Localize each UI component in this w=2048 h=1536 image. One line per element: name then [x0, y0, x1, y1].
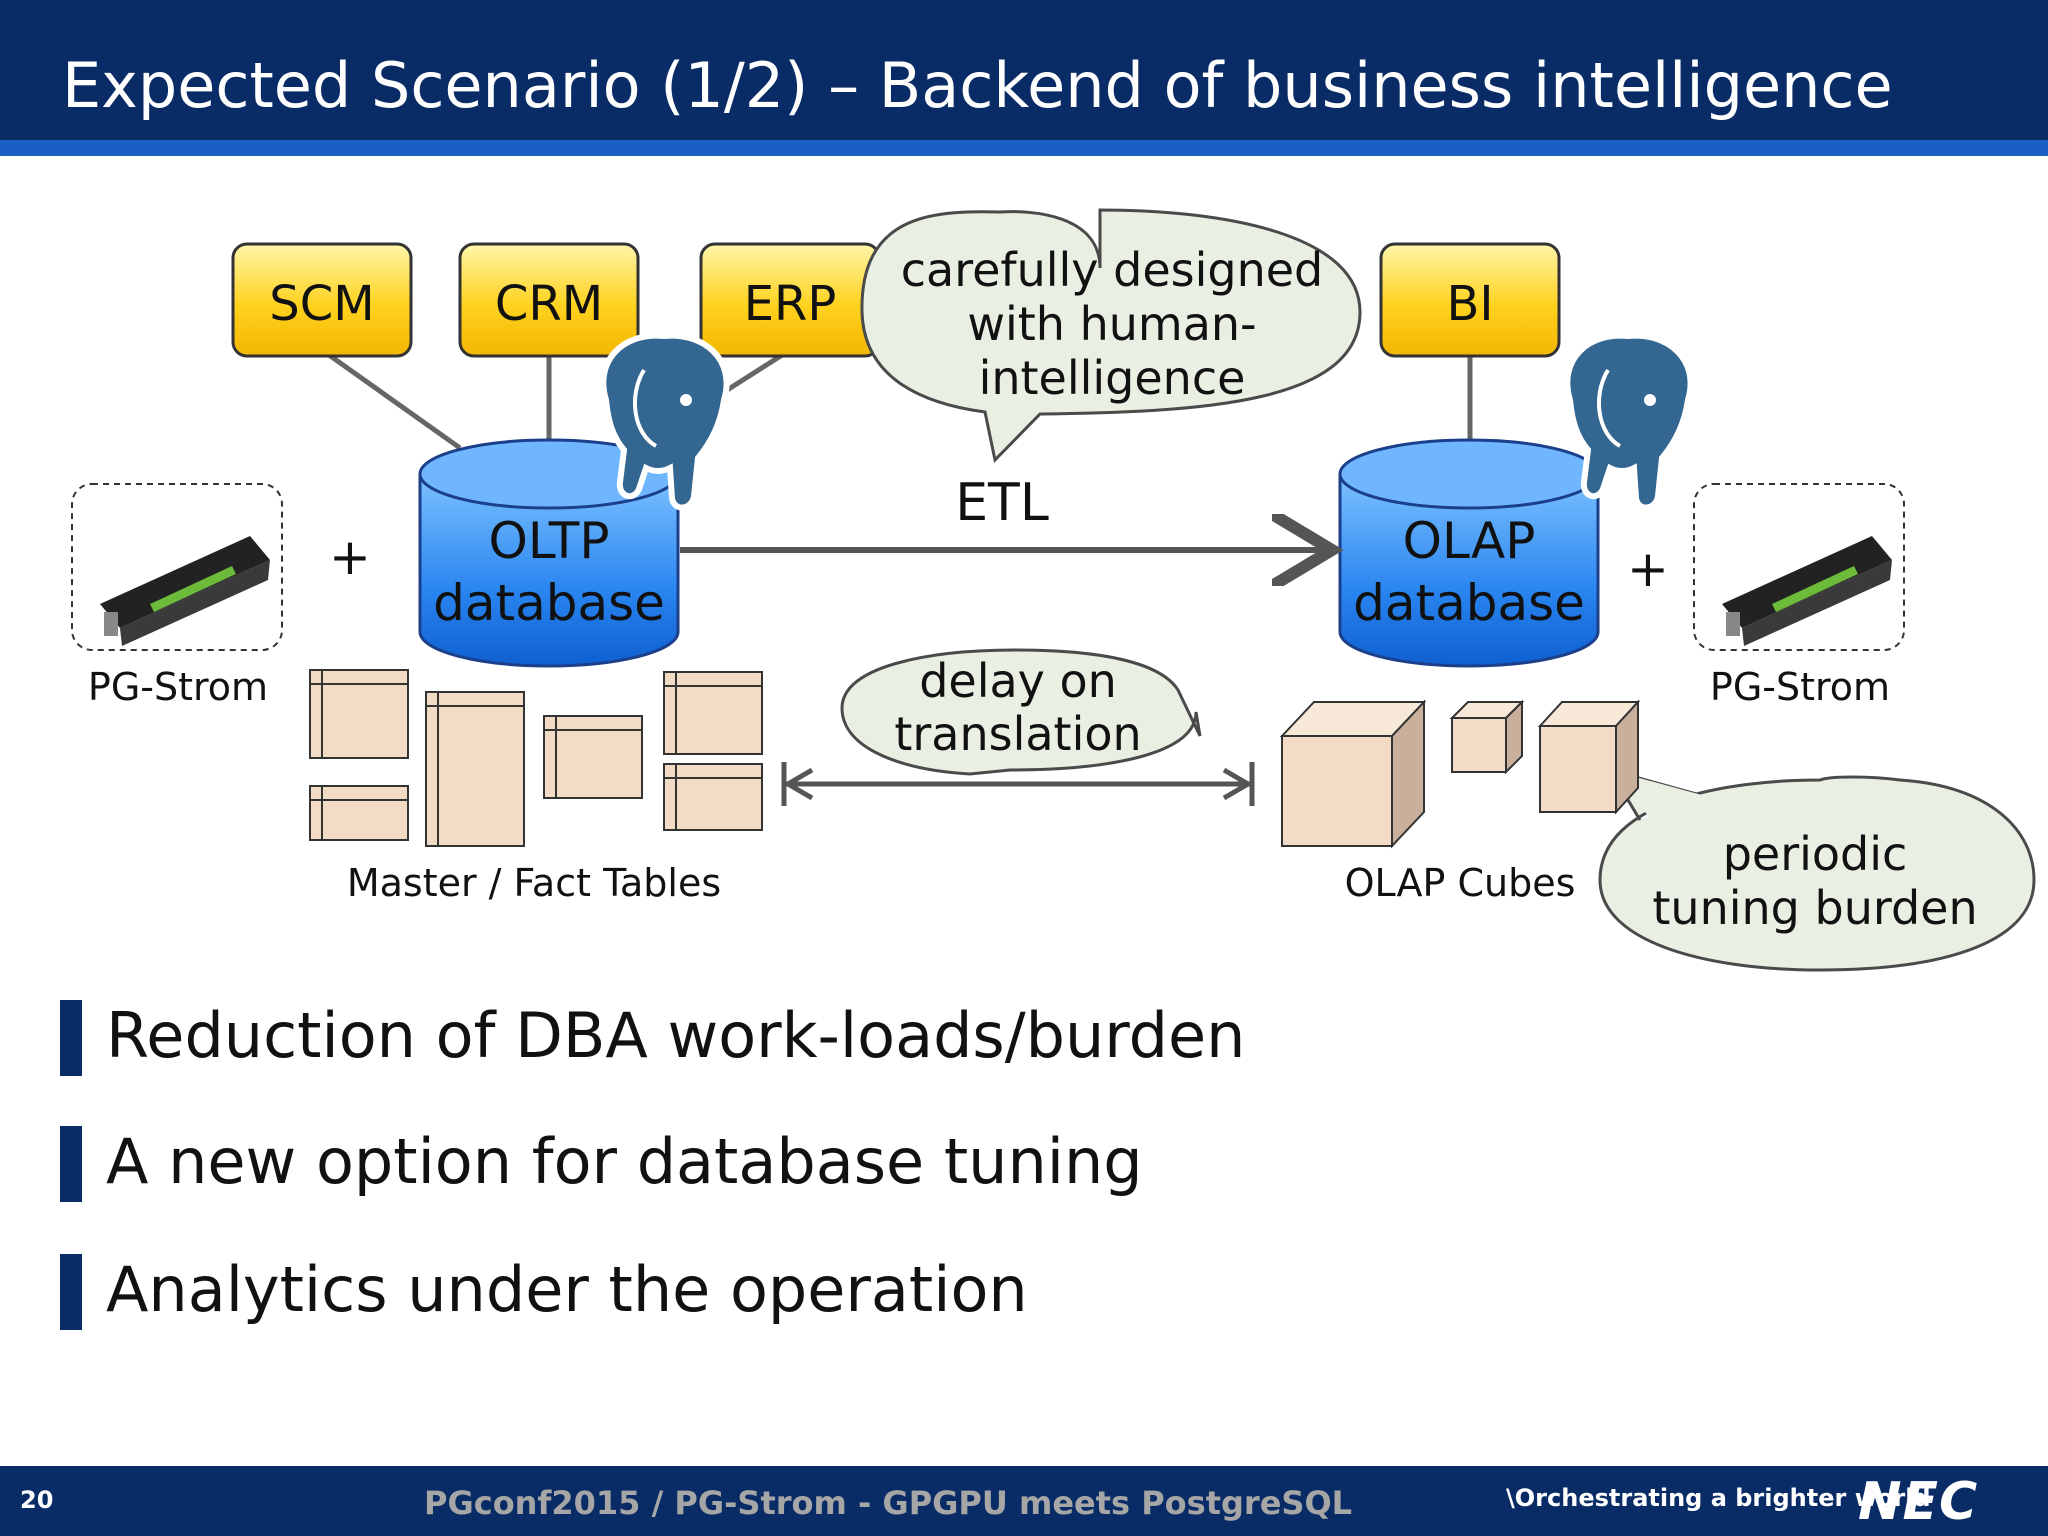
etl-label: ETL: [955, 473, 1049, 533]
callout-design-line3: intelligence: [979, 351, 1246, 405]
footer-tagline: \Orchestrating a brighter world: [1506, 1484, 1931, 1512]
page-number: 20: [20, 1486, 54, 1514]
callout-tuning-line2: tuning burden: [1652, 881, 1977, 935]
app-box-bi: BI: [1379, 242, 1561, 358]
callout-delay-line2: translation: [894, 707, 1141, 761]
app-label-bi: BI: [1446, 276, 1493, 332]
plus-sign-left: +: [329, 528, 371, 586]
bullet-marker: [60, 1254, 82, 1330]
cubes-label: OLAP Cubes: [1345, 861, 1576, 905]
gpu-card-right: [1693, 483, 1905, 651]
postgresql-elephant-icon: [600, 332, 730, 511]
bullet-marker: [60, 1000, 82, 1076]
app-box-crm: CRM: [458, 242, 640, 358]
callout-design-line2: with human-: [967, 297, 1256, 351]
delay-double-arrow: [781, 762, 1255, 806]
nec-logo: NEC: [1858, 1472, 1979, 1532]
pg-strom-label-left: PG-Strom: [88, 665, 268, 709]
olap-cubes: [1279, 699, 1641, 849]
callout-delay: delay on translation: [840, 648, 1202, 776]
oltp-label-line1: OLTP: [488, 512, 609, 570]
callout-carefully-designed: carefully designed with human- intellige…: [860, 208, 1362, 464]
app-label-erp: ERP: [744, 276, 837, 332]
olap-label-line2: database: [1353, 574, 1585, 632]
app-box-erp: ERP: [699, 242, 881, 358]
bi-backend-diagram: SCM CRM ERP BI OLTP database OLAP databa…: [71, 208, 2036, 972]
postgresql-elephant-icon: [1564, 332, 1694, 511]
callout-delay-line1: delay on: [919, 654, 1117, 708]
olap-label-line1: OLAP: [1403, 512, 1536, 570]
header-bar: [0, 0, 2048, 140]
callout-design-line1: carefully designed: [901, 243, 1324, 297]
app-label-scm: SCM: [269, 276, 374, 332]
bullet-text: A new option for database tuning: [106, 1125, 1143, 1198]
bullet-text: Analytics under the operation: [106, 1253, 1028, 1326]
footer-text: PGconf2015 / PG-Strom - GPGPU meets Post…: [424, 1484, 1353, 1522]
oltp-database: OLTP database: [418, 438, 680, 668]
bullet-text: Reduction of DBA work-loads/burden: [106, 999, 1246, 1072]
oltp-label-line2: database: [433, 574, 665, 632]
callout-tuning-burden: periodic tuning burden: [1598, 767, 2036, 972]
olap-database: OLAP database: [1338, 438, 1600, 668]
plus-sign-right: +: [1627, 540, 1669, 598]
header-stripe: [0, 140, 2048, 156]
gpu-card-left: [71, 483, 283, 651]
callout-tuning-line1: periodic: [1723, 827, 1908, 881]
bullet-marker: [60, 1126, 82, 1202]
app-box-scm: SCM: [231, 242, 413, 358]
tables-label: Master / Fact Tables: [347, 861, 721, 905]
app-label-crm: CRM: [495, 276, 603, 332]
pg-strom-label-right: PG-Strom: [1710, 665, 1890, 709]
slide-title: Expected Scenario (1/2) – Backend of bus…: [62, 49, 1893, 122]
master-fact-tables: [309, 669, 763, 847]
footer-bar: [0, 1466, 2048, 1536]
